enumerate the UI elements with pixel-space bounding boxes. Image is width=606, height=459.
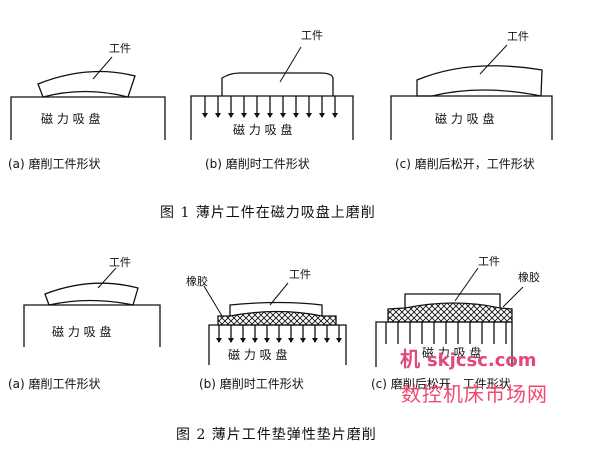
fig2c-workpiece xyxy=(404,293,501,308)
fig2a-workpiece xyxy=(44,282,139,306)
fig2b-arrowheads xyxy=(216,338,342,343)
fig2b-workpiece xyxy=(229,301,323,316)
fig1b-workpiece xyxy=(221,72,334,96)
fig2a-chuck xyxy=(23,304,161,347)
fig2c-caption: (c) 磨削后松开，工件形状 xyxy=(371,377,511,391)
fig1c-chuck xyxy=(390,95,553,140)
fig1a-chuck-label: 磁 力 吸 盘 xyxy=(41,112,101,126)
fig1a-leader xyxy=(92,56,113,80)
fig2c-leader-part xyxy=(454,267,479,302)
fig1c-leader xyxy=(479,44,508,75)
fig2a-leader xyxy=(97,267,117,289)
watermark-name: 数控机床市场网 xyxy=(401,382,548,406)
fig1a-caption: (a) 磨削工件形状 xyxy=(8,157,101,171)
fig1b-part-label: 工件 xyxy=(301,29,323,42)
fig2c-chuck-label: 磁 力 吸 盘 xyxy=(422,346,482,360)
fig1a-workpiece xyxy=(37,70,136,98)
fig1b-chuck-label: 磁 力 吸 盘 xyxy=(233,123,293,137)
fig2b-leader-part xyxy=(269,282,289,306)
fig2b-caption: (b) 磨削时工件形状 xyxy=(199,377,304,391)
fig1c-workpiece xyxy=(416,65,543,97)
fig2b-part-label: 工件 xyxy=(289,268,311,281)
fig2-title: 图 2 薄片工件垫弹性垫片磨削 xyxy=(176,427,377,443)
fig2b-leader-rubber xyxy=(203,285,223,317)
watermark-logo: 机 skjcsc.com xyxy=(400,349,537,370)
fig1a-part-label: 工件 xyxy=(109,42,131,55)
fig2b-rubber-pad xyxy=(217,310,337,326)
fig2a-chuck-label: 磁 力 吸 盘 xyxy=(52,325,112,339)
fig2b-chuck-label: 磁 力 吸 盘 xyxy=(228,348,288,362)
fig1b-caption: (b) 磨削时工件形状 xyxy=(205,157,310,171)
fig1c-caption: (c) 磨削后松开，工件形状 xyxy=(395,157,535,171)
fig1b-leader xyxy=(279,46,302,83)
fig2c-rubber-pad xyxy=(387,302,513,323)
fig1b-arrowheads xyxy=(202,113,338,118)
fig1a-chuck xyxy=(10,96,166,140)
watermark-logo-char: 机 xyxy=(400,347,420,371)
fig2c-leader-rubber xyxy=(502,286,524,308)
fig2c-rubber-label: 橡胶 xyxy=(518,271,540,284)
fig2a-caption: (a) 磨削工件形状 xyxy=(8,377,101,391)
fig2a-part-label: 工件 xyxy=(109,256,131,269)
fig1-title: 图 1 薄片工件在磁力吸盘上磨削 xyxy=(160,205,376,221)
fig1c-part-label: 工件 xyxy=(507,30,529,43)
fig2b-rubber-label: 橡胶 xyxy=(186,275,208,288)
fig2c-part-label: 工件 xyxy=(478,255,500,268)
watermark-site: skjcsc.com xyxy=(426,350,537,371)
fig1c-chuck-label: 磁 力 吸 盘 xyxy=(435,112,495,126)
